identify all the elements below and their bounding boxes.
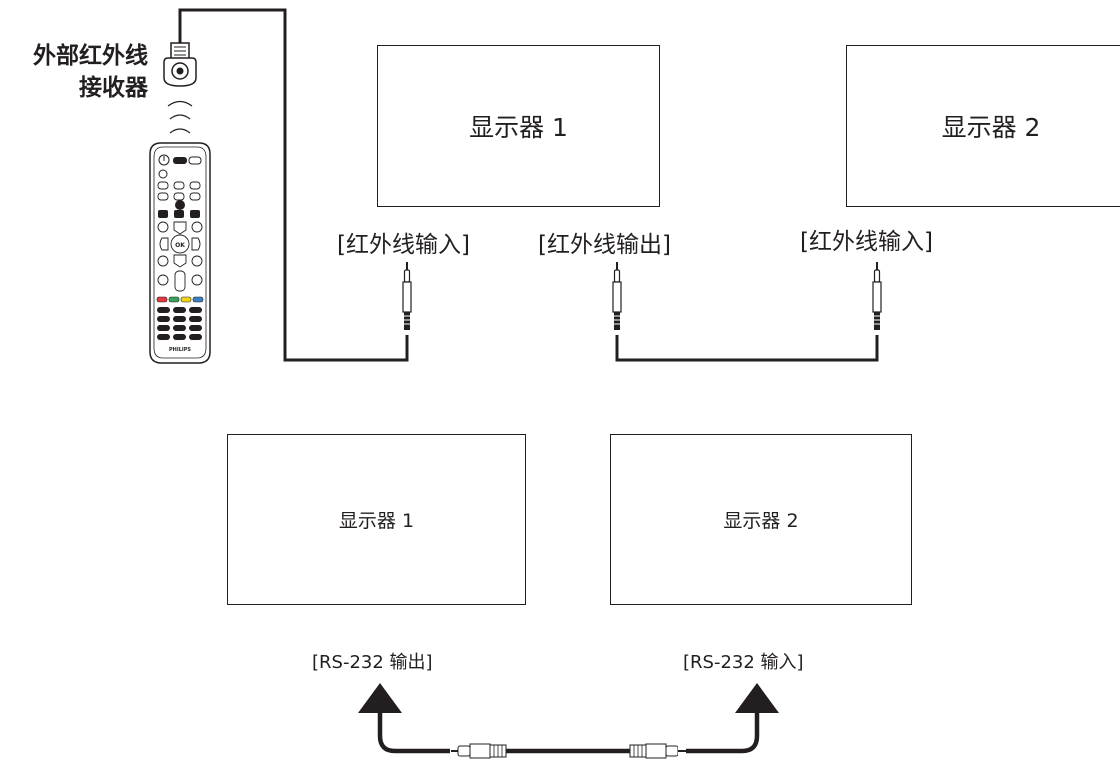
bottom-display-2-label: 显示器 2 xyxy=(723,510,799,532)
rs232-cable xyxy=(377,712,760,754)
rs232-out-arrow-icon xyxy=(358,683,402,713)
rs232-in-arrow-icon xyxy=(735,683,779,713)
remote-ok-label: OK xyxy=(175,242,185,249)
top-display-2: 显示器 2 xyxy=(846,45,1120,207)
remote-brand-logo: PHILIPS xyxy=(169,347,191,353)
ir-in-jack-2-icon xyxy=(872,262,882,330)
ir-out-jack-icon xyxy=(612,262,622,330)
ir-in-port-label-2: [红外线输入] xyxy=(800,229,933,255)
ir-receiver-label: 外部红外线 接收器 xyxy=(30,40,148,104)
ir-receiver-cable xyxy=(178,8,409,362)
remote-control-icon: OK PHILIPS xyxy=(149,142,211,364)
ir-receiver-icon xyxy=(163,42,197,87)
top-display-2-label: 显示器 2 xyxy=(941,113,1041,142)
bottom-display-1: 显示器 1 xyxy=(227,434,526,605)
ir-in-jack-1-icon xyxy=(402,262,412,330)
rs232-plug-left-icon xyxy=(450,743,507,759)
top-display-1: 显示器 1 xyxy=(377,45,660,207)
ir-receiver-label-line2: 接收器 xyxy=(79,75,148,101)
rs232-in-port-label: [RS-232 输入] xyxy=(683,652,804,673)
ir-out-port-label: [红外线输出] xyxy=(538,232,671,258)
bottom-display-1-label: 显示器 1 xyxy=(338,510,415,532)
rs232-out-port-label: [RS-232 输出] xyxy=(312,652,433,673)
bottom-display-2: 显示器 2 xyxy=(610,434,912,605)
rs232-plug-right-icon xyxy=(629,743,686,759)
ir-in-port-label-1: [红外线输入] xyxy=(337,232,470,258)
ir-signal-icon xyxy=(167,100,193,134)
ir-daisy-chain-cable xyxy=(615,335,879,362)
top-display-1-label: 显示器 1 xyxy=(469,113,568,142)
ir-receiver-label-line1: 外部红外线 xyxy=(33,43,148,69)
